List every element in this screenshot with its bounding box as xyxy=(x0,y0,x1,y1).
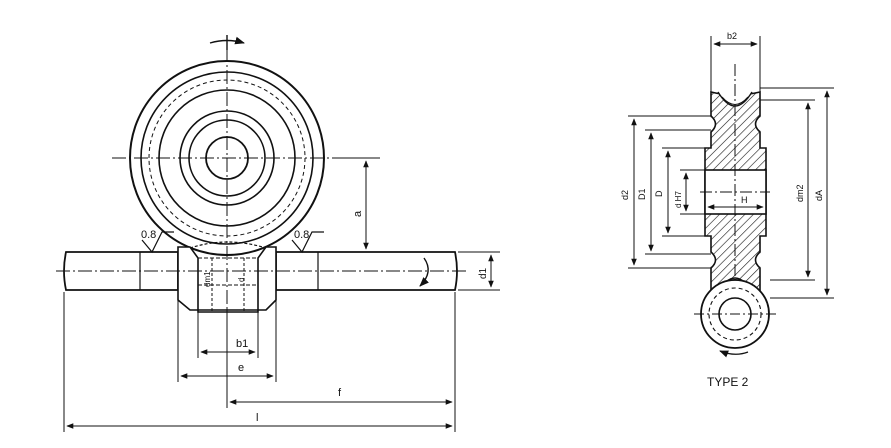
groove-right-top xyxy=(754,115,761,133)
groove-left-bottom xyxy=(710,251,717,269)
dimension-dH7 xyxy=(680,169,705,215)
dim-b1-label: b1 xyxy=(236,338,248,350)
dimension-dm2 xyxy=(760,99,815,281)
dimension-l xyxy=(63,292,453,432)
dim-f-label: f xyxy=(338,387,342,399)
dim-df1-label: d xyxy=(237,278,246,282)
dimension-d2 xyxy=(628,115,711,269)
dim-d2-label: d2 xyxy=(620,190,630,200)
wheel-rotation-arrow xyxy=(209,35,245,50)
dim-dm2-label: dm2 xyxy=(795,184,805,202)
type-caption: TYPE 2 xyxy=(707,375,749,389)
groove-left-top xyxy=(710,115,717,133)
dim-a-label: a xyxy=(352,210,364,217)
dimension-d1 xyxy=(458,251,500,291)
dim-D1-label: D1 xyxy=(637,188,647,200)
dimension-a xyxy=(300,157,380,253)
groove-right-bottom xyxy=(754,251,761,269)
dim-l-label: l xyxy=(256,412,258,424)
dim-dm1-label: dm1 xyxy=(203,271,212,287)
dimension-D xyxy=(662,147,705,237)
dimension-D1 xyxy=(645,129,711,255)
dimension-b2 xyxy=(710,36,761,92)
worm-rotation-arrow xyxy=(719,350,749,358)
dimension-b1 xyxy=(197,312,259,358)
dim-dH7-label: d H7 xyxy=(674,191,683,208)
roughness-right-label: 0.8 xyxy=(294,229,309,241)
dim-H-label: H xyxy=(741,195,748,205)
dim-dA-label: dA xyxy=(814,190,824,201)
worm-wheel xyxy=(112,48,345,308)
worm-end-view xyxy=(694,279,776,349)
dim-d1-label: d1 xyxy=(478,267,489,279)
roughness-symbol-left xyxy=(141,231,174,254)
roughness-left-label: 0.8 xyxy=(141,229,156,241)
worm-shaft xyxy=(63,241,458,313)
dim-b2-label: b2 xyxy=(727,31,737,41)
shaft-rotation-arrow xyxy=(419,257,430,287)
dim-e-label: e xyxy=(238,362,244,374)
roughness-symbol-right xyxy=(291,231,324,254)
dim-D-label: D xyxy=(654,190,664,197)
dimension-dA xyxy=(760,87,834,299)
dimension-f xyxy=(226,292,456,432)
